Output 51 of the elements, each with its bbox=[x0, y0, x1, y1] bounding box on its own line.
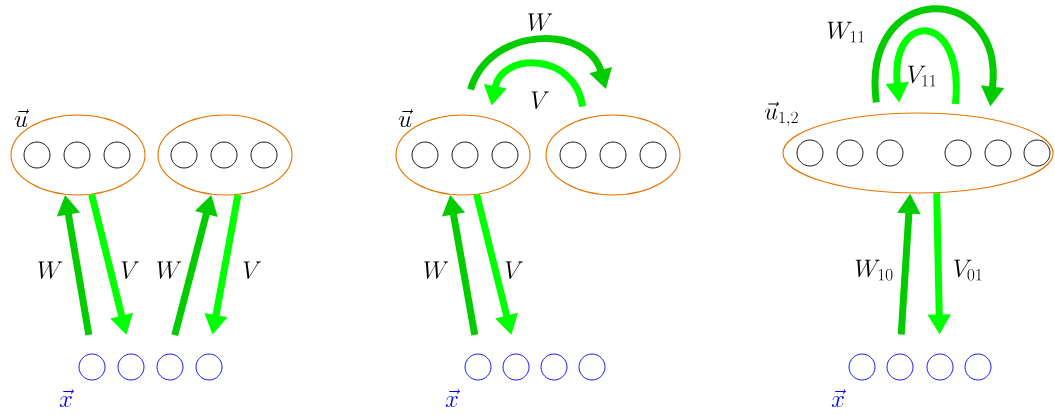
neuron-circle bbox=[210, 141, 238, 169]
neuron-circle bbox=[944, 139, 972, 167]
vector-label: $\vec{x}$ bbox=[831, 389, 846, 408]
input-circle bbox=[117, 353, 145, 381]
vector-label: $\vec{x}$ bbox=[445, 389, 460, 408]
neuron-circle bbox=[451, 141, 479, 169]
neuron-circle bbox=[170, 141, 198, 169]
edge-label: $W_{10}$ bbox=[855, 259, 893, 281]
neuron-circle bbox=[876, 139, 904, 167]
edge-label: $V$ bbox=[531, 91, 549, 109]
input-circle bbox=[195, 353, 223, 381]
edge-label: $W$ bbox=[157, 261, 182, 279]
layer-ellipse bbox=[545, 114, 681, 196]
arrow bbox=[467, 35, 612, 91]
input-circle bbox=[540, 353, 568, 381]
neuron-circle bbox=[23, 141, 51, 169]
neuron-circle bbox=[250, 141, 278, 169]
input-circle bbox=[464, 353, 492, 381]
neuron-circle bbox=[599, 141, 627, 169]
neuron-circle bbox=[103, 141, 131, 169]
edge-label: $V$ bbox=[121, 261, 139, 279]
input-circle bbox=[926, 353, 954, 381]
neuron-circle bbox=[559, 141, 587, 169]
neuron-circle bbox=[63, 141, 91, 169]
vector-label: $\vec{u}$ bbox=[398, 109, 414, 128]
neuron-circle bbox=[1023, 139, 1051, 167]
neuron-circle bbox=[411, 141, 439, 169]
input-circle bbox=[578, 353, 606, 381]
vector-label: $\vec{u}_{1,2}$ bbox=[764, 101, 798, 127]
neuron-circle bbox=[491, 141, 519, 169]
edge-label: $V$ bbox=[243, 261, 261, 279]
edge-label: $V_{11}$ bbox=[908, 65, 936, 87]
neuron-circle bbox=[984, 139, 1012, 167]
input-circle bbox=[964, 353, 992, 381]
input-circle bbox=[886, 353, 914, 381]
neuron-circle bbox=[639, 141, 667, 169]
layer-ellipse bbox=[157, 114, 293, 196]
input-circle bbox=[502, 353, 530, 381]
edge-label: $V$ bbox=[505, 261, 523, 279]
edge-label: $W$ bbox=[424, 261, 449, 279]
edge-label: $V_{01}$ bbox=[954, 259, 982, 281]
input-circle bbox=[78, 353, 106, 381]
input-circle bbox=[848, 353, 876, 381]
neuron-circle bbox=[836, 139, 864, 167]
edge-label: $W_{11}$ bbox=[827, 21, 864, 43]
input-circle bbox=[156, 353, 184, 381]
edge-label: $W$ bbox=[38, 261, 63, 279]
edge-label: $W$ bbox=[528, 13, 553, 31]
neuron-circle bbox=[796, 139, 824, 167]
vector-label: $\vec{x}$ bbox=[59, 389, 74, 408]
vector-label: $\vec{u}$ bbox=[14, 109, 30, 128]
